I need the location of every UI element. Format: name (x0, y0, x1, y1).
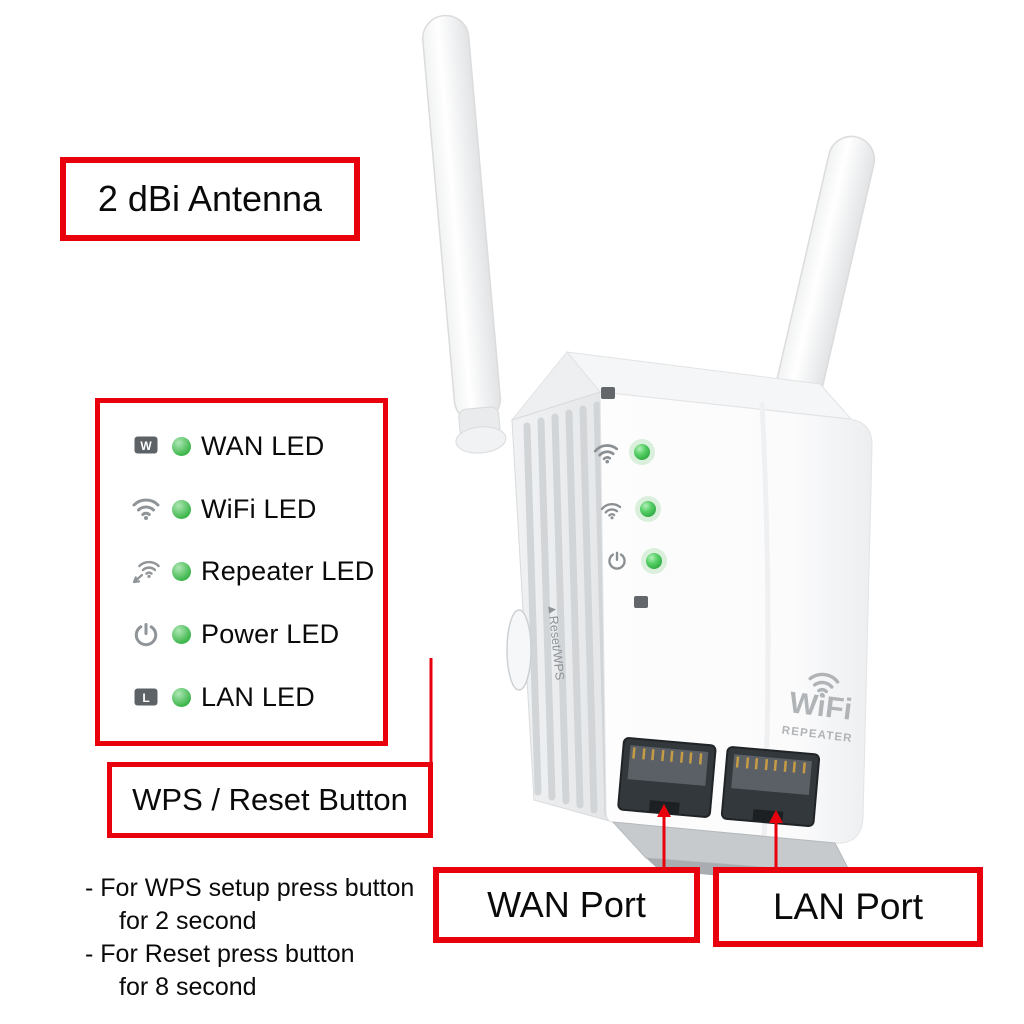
led-dot (172, 625, 191, 645)
antenna-label-box: 2 dBi Antenna (60, 157, 360, 241)
lan-monitor-icon: L (130, 684, 162, 712)
note-line: for 2 second (119, 907, 257, 935)
device-body: ▲Reset/WPS WiFi REPEATER (506, 351, 873, 888)
annotation-connectors (429, 658, 783, 868)
wan-port-label: WAN Port (487, 884, 646, 925)
logo-wifi-text: WiFi (787, 686, 854, 726)
legend-label: Power LED (201, 619, 340, 650)
wifi-icon (130, 495, 162, 523)
left-antenna (421, 14, 507, 454)
device-leds (593, 387, 667, 608)
svg-text:W: W (140, 439, 152, 453)
legend-label: WAN LED (201, 430, 325, 461)
repeater-wifi-icon (130, 558, 162, 586)
note-line: - For WPS setup press button (85, 874, 415, 902)
lan-connector-arrow (769, 810, 783, 823)
wifi-led (634, 444, 650, 460)
wan-port (617, 737, 717, 818)
antenna-label: 2 dBi Antenna (97, 178, 323, 219)
svg-text:L: L (142, 691, 149, 705)
wan-port-label-box: WAN Port (433, 867, 700, 943)
lan-indicator-icon (634, 596, 648, 608)
led-dot (172, 499, 191, 519)
lan-port-label: LAN Port (772, 886, 924, 927)
wan-connector-arrow (657, 804, 671, 817)
legend-row-lan: L LAN LED (130, 682, 377, 713)
power-led (646, 553, 662, 569)
power-icon (130, 621, 162, 649)
led-legend-box: W WAN LED WiFi LED Repeater LED Power LE… (95, 398, 388, 746)
legend-label: WiFi LED (201, 493, 317, 524)
legend-row-repeater: Repeater LED (130, 556, 377, 587)
wan-indicator-icon (601, 387, 615, 399)
legend-row-power: Power LED (130, 619, 377, 650)
led-dot (172, 436, 191, 456)
wan-monitor-icon: W (130, 432, 162, 460)
repeater-led (640, 501, 656, 517)
led-dot (172, 688, 191, 708)
wps-reset-label-box: WPS / Reset Button (107, 762, 433, 838)
antenna-hinge (455, 426, 507, 454)
legend-row-wan: W WAN LED (130, 431, 377, 462)
lan-port-label-box: LAN Port (713, 867, 983, 947)
wps-reset-label: WPS / Reset Button (132, 782, 408, 817)
legend-row-wifi: WiFi LED (130, 494, 377, 525)
usage-notes: - For WPS setup press button for 2 secon… (85, 872, 414, 1004)
note-line: - For Reset press button (85, 940, 355, 968)
legend-label: LAN LED (201, 682, 315, 713)
device-front-face (599, 391, 873, 844)
lan-port (720, 746, 821, 828)
note-line: for 8 second (119, 973, 257, 1001)
legend-label: Repeater LED (201, 556, 375, 587)
led-dot (172, 562, 191, 582)
